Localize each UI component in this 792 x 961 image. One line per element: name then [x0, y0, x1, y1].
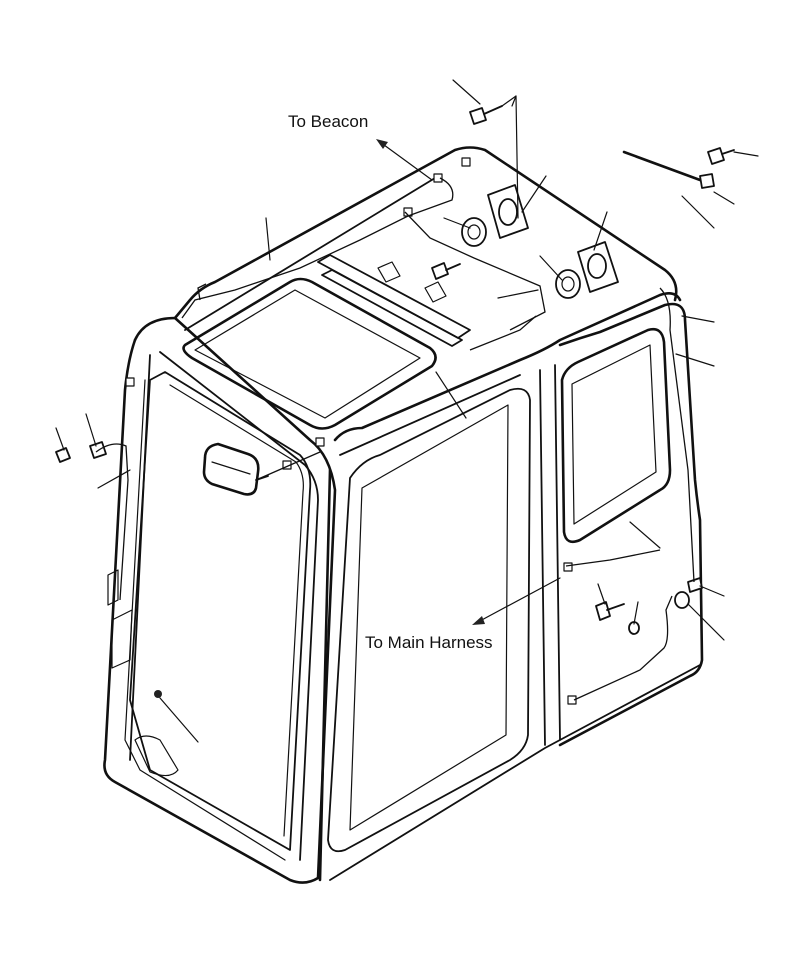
antenna — [622, 150, 715, 189]
bolt-roof — [431, 262, 461, 280]
connector-right — [674, 577, 703, 609]
label-to-main-harness: To Main Harness — [365, 633, 493, 652]
work-lamp — [202, 442, 269, 496]
bolt-right — [595, 601, 625, 621]
speaker-right — [577, 241, 619, 293]
bolt-antenna — [707, 147, 735, 165]
label-to-beacon: To Beacon — [288, 112, 368, 131]
cab-body — [103, 146, 704, 884]
speaker-cone-right — [555, 269, 581, 299]
leader-lines — [55, 79, 759, 743]
bolt-top — [469, 105, 503, 125]
speaker-cone-left — [461, 217, 487, 247]
main-harness-arrow — [472, 577, 561, 625]
connector-left — [55, 441, 107, 463]
wiring-harness — [95, 177, 695, 701]
clips — [125, 157, 577, 705]
beacon-arrow — [376, 139, 433, 181]
